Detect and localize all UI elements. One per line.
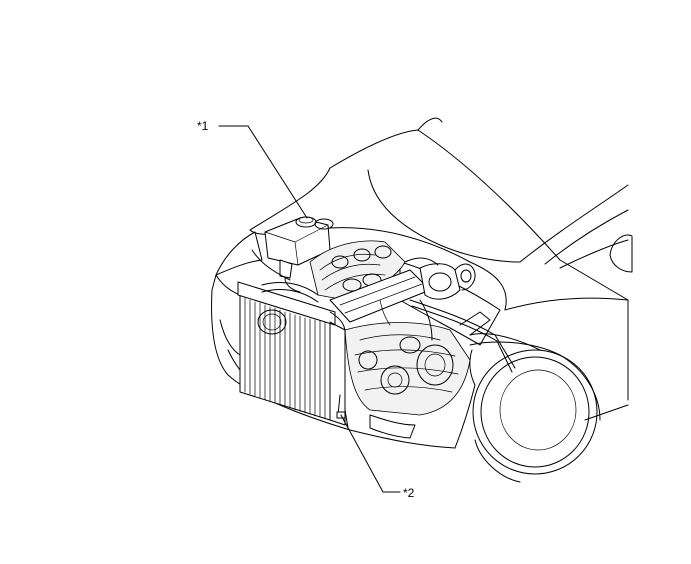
front-wheel: [469, 341, 601, 483]
callout-leader-2: [340, 414, 401, 493]
callout-label-2: *2: [403, 486, 415, 500]
radiator: [237, 281, 346, 426]
callout-leader-1: [218, 125, 308, 219]
callout-label-1: *1: [197, 119, 209, 133]
engine-assembly: [251, 240, 516, 429]
radiator-fins: [244, 297, 326, 419]
